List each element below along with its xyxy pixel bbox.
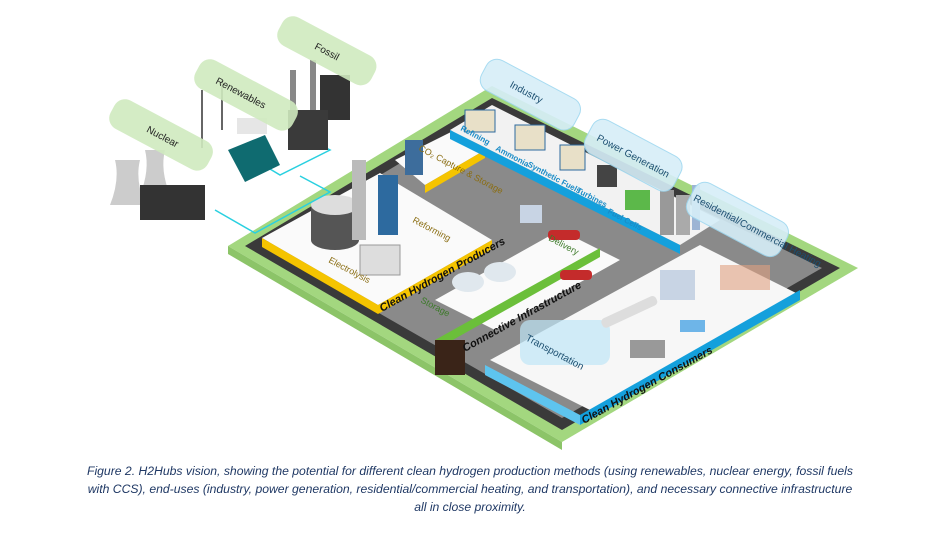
producers-block [262,130,492,314]
consumers-bottom-block [485,245,800,425]
industry-label-bubble: Industry [479,58,581,131]
fossil-label-bubble: Fossil [277,16,377,86]
figure-caption: Figure 2. H2Hubs vision, showing the pot… [87,464,853,514]
platform-side [228,246,562,450]
consumers-top-block [450,105,720,254]
nuclear-label-bubble: Nuclear [109,99,213,171]
nuclear-plant-icon [110,150,205,220]
fossil-plant-icon [288,60,350,150]
h2hubs-illustration: Nuclear Renewables Fossil Industry Power… [109,16,858,450]
feed-pipe [214,175,332,234]
connective-block [435,205,620,375]
renewables-icon [201,80,280,182]
